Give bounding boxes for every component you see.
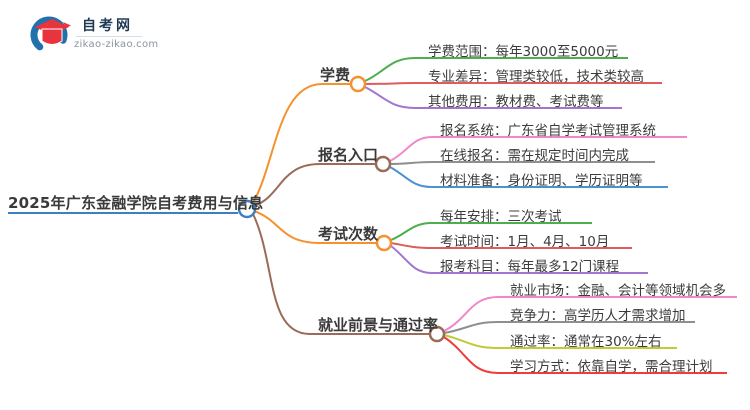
- branch-label-prospects: 就业前景与通过率: [318, 316, 439, 334]
- wire-competitiveness: [443, 321, 695, 334]
- logo: 自考网 zikao-zikao.com: [30, 12, 190, 58]
- wire-tuition-major: [364, 82, 662, 85]
- registration-node-circle: [374, 155, 392, 173]
- leaf-exam-months: 考试时间：1月、4月、10月: [440, 234, 610, 250]
- wire-reg-online: [389, 161, 655, 165]
- wire-tuition-range: [364, 57, 628, 82]
- branch-label-tuition: 学费: [320, 66, 351, 84]
- leaf-study-method: 学习方式：依靠自学，需合理计划: [510, 359, 713, 375]
- wire-reg-system: [389, 136, 687, 162]
- leaf-competitiveness: 竞争力：高学历人才需求增加: [510, 308, 686, 324]
- leaf-reg-materials: 材料准备：身份证明、学历证明等: [440, 173, 643, 189]
- connector-tuition: [252, 83, 351, 204]
- graduation-cap-icon: [30, 16, 71, 54]
- leaf-exam-yearly: 每年安排：三次考试: [440, 209, 562, 225]
- wire-exam-yearly: [390, 222, 592, 241]
- logo-domain: zikao-zikao.com: [74, 39, 159, 50]
- exam-times-node-circle: [375, 234, 393, 252]
- wire-pass-rate: [443, 334, 677, 349]
- leaf-pass-rate: 通过率：通常在30%左右: [510, 334, 662, 350]
- branch-label-registration: 报名入口: [318, 146, 379, 164]
- wire-job-market: [443, 296, 737, 332]
- connector-prospects: [252, 213, 430, 335]
- leaf-reg-system: 报名系统：广东省自学考试管理系统: [440, 123, 656, 139]
- root-node-circle: [237, 199, 257, 219]
- wire-reg-materials: [389, 166, 668, 188]
- leaf-tuition-other: 其他费用：教材费、考试费等: [428, 94, 604, 110]
- leaf-job-market: 就业市场：金融、会计等领域机会多: [510, 283, 726, 299]
- logo-title: 自考网: [82, 18, 133, 34]
- tuition-node-circle: [349, 75, 367, 93]
- wire-tuition-other: [364, 86, 622, 109]
- root-node-label: 2025年广东金融学院自考费用与信息: [8, 194, 264, 212]
- wire-study-method: [443, 336, 727, 374]
- leaf-exam-subjects: 报考科目：每年最多12门课程: [440, 259, 620, 275]
- branch-label-exam-times: 考试次数: [318, 225, 379, 243]
- leaf-reg-online: 在线报名：需在规定时间内完成: [440, 148, 629, 164]
- connector-registration: [253, 163, 376, 207]
- logo-divider: [76, 36, 142, 37]
- connector-exam-times: [253, 210, 377, 244]
- prospects-node-circle: [428, 325, 446, 343]
- wire-exam-months: [390, 242, 632, 249]
- leaf-tuition-major: 专业差异：管理类较低，技术类较高: [428, 69, 644, 85]
- wire-exam-subjects: [390, 245, 648, 274]
- leaf-tuition-range: 学费范围：每年3000至5000元: [428, 44, 619, 60]
